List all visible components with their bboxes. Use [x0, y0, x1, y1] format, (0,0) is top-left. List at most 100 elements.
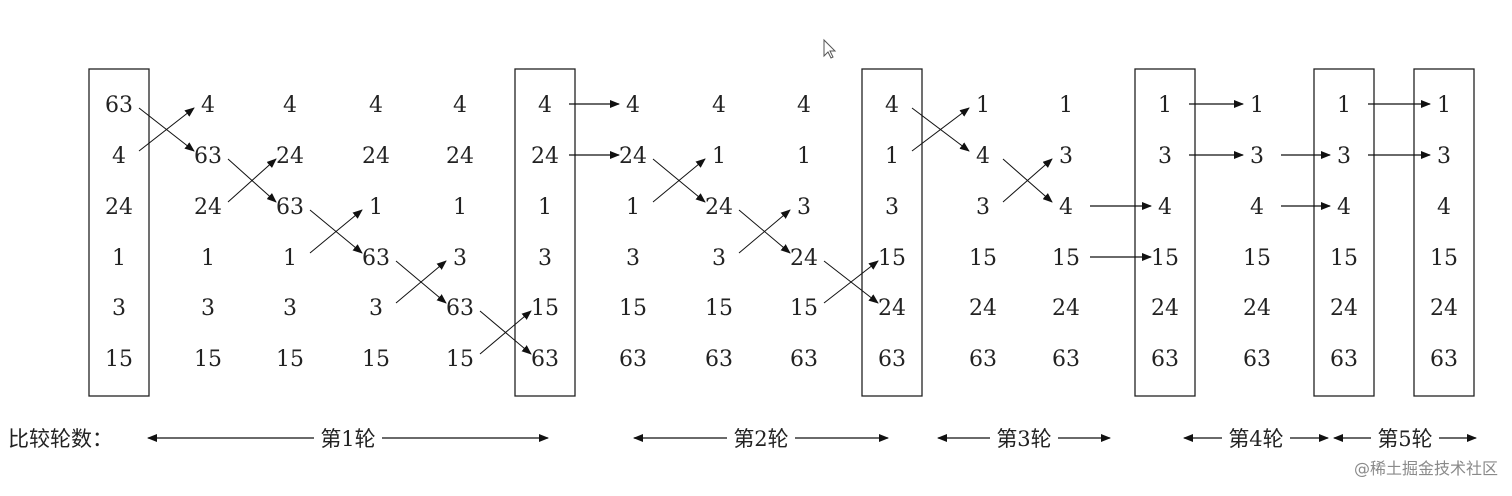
cell-value: 3: [369, 296, 383, 321]
cell-value: 15: [878, 246, 906, 271]
cell-value: 15: [1052, 246, 1080, 271]
swap-cross: [227, 158, 277, 203]
cell-value: 3: [885, 195, 899, 220]
cell-value: 15: [1430, 246, 1458, 271]
round-indicator: 第3轮: [937, 427, 1111, 451]
cell-value: 3: [626, 246, 640, 271]
round-label-prefix: 比较轮数：: [8, 427, 113, 451]
cell-value: 15: [1151, 246, 1179, 271]
swap-cross: [1002, 158, 1053, 203]
cell-value: 24: [1052, 296, 1080, 321]
cell-value: 63: [1430, 347, 1458, 372]
round-label: 第3轮: [996, 427, 1051, 451]
swap-cross: [738, 209, 791, 254]
cell-value: 1: [1059, 93, 1073, 118]
cell-value: 63: [705, 347, 733, 372]
cell-value: 63: [105, 93, 133, 118]
cell-value: 1: [453, 195, 467, 220]
cell-value: 4: [1250, 195, 1264, 220]
cell-value: 15: [194, 347, 222, 372]
cell-value: 4: [1337, 195, 1351, 220]
cell-value: 63: [276, 195, 304, 220]
cell-value: 63: [1052, 347, 1080, 372]
cell-value: 24: [969, 296, 997, 321]
cell-value: 3: [1337, 144, 1351, 169]
cell-value: 3: [112, 296, 126, 321]
cell-value: 1: [1158, 93, 1172, 118]
cell-value: 15: [1330, 246, 1358, 271]
cell-value: 3: [1437, 144, 1451, 169]
cursor-icon: [823, 38, 837, 59]
watermark: @稀土掘金技术社区: [1354, 459, 1498, 478]
swap-cross: [309, 209, 363, 254]
cell-value: 24: [1330, 296, 1358, 321]
cell-value: 3: [201, 296, 215, 321]
cell-value: 24: [790, 246, 818, 271]
cell-value: 1: [1250, 93, 1264, 118]
cell-value: 4: [1437, 195, 1451, 220]
round-result-box: [1413, 68, 1475, 397]
cell-value: 24: [619, 144, 647, 169]
cell-value: 4: [626, 93, 640, 118]
swap-cross: [138, 107, 195, 152]
cell-value: 24: [1151, 296, 1179, 321]
cell-value: 1: [112, 246, 126, 271]
round-result-box: [1134, 68, 1196, 397]
cell-value: 24: [705, 195, 733, 220]
cell-value: 4: [976, 144, 990, 169]
cell-value: 63: [531, 347, 559, 372]
cell-value: 63: [619, 347, 647, 372]
cell-value: 1: [283, 246, 297, 271]
cell-value: 24: [1243, 296, 1271, 321]
cell-value: 3: [1059, 144, 1073, 169]
cell-value: 4: [712, 93, 726, 118]
cell-value: 63: [969, 347, 997, 372]
cell-value: 63: [1151, 347, 1179, 372]
cell-value: 15: [362, 347, 390, 372]
cell-value: 3: [797, 195, 811, 220]
round-result-box: [861, 68, 923, 397]
cell-value: 3: [976, 195, 990, 220]
cell-value: 24: [276, 144, 304, 169]
round-result-box: [88, 68, 150, 397]
round-label: 第2轮: [733, 427, 788, 451]
cell-value: 4: [538, 93, 552, 118]
cell-value: 24: [878, 296, 906, 321]
cell-value: 15: [1243, 246, 1271, 271]
cell-value: 3: [453, 246, 467, 271]
swap-cross: [479, 310, 532, 355]
cell-value: 4: [201, 93, 215, 118]
cell-value: 3: [1250, 144, 1264, 169]
cell-value: 15: [969, 246, 997, 271]
round-label: 第5轮: [1377, 427, 1432, 451]
cell-value: 4: [283, 93, 297, 118]
cell-value: 1: [369, 195, 383, 220]
cell-value: 15: [276, 347, 304, 372]
cell-value: 24: [105, 195, 133, 220]
cell-value: 15: [619, 296, 647, 321]
round-indicator: 第2轮: [633, 427, 889, 451]
cell-value: 1: [201, 246, 215, 271]
cell-value: 4: [369, 93, 383, 118]
cell-value: 1: [1437, 93, 1451, 118]
cell-value: 1: [1337, 93, 1351, 118]
cell-value: 24: [446, 144, 474, 169]
cell-value: 63: [194, 144, 222, 169]
swap-cross: [823, 260, 879, 304]
cell-value: 63: [446, 296, 474, 321]
round-indicator: 第4轮: [1183, 427, 1329, 451]
cell-value: 3: [1158, 144, 1172, 169]
cell-value: 24: [194, 195, 222, 220]
round-boxes: [88, 68, 1475, 397]
round-label: 第1轮: [320, 427, 375, 451]
cell-value: 3: [283, 296, 297, 321]
round-label: 第4轮: [1228, 427, 1283, 451]
round-indicator: 第1轮: [147, 427, 549, 451]
swap-cross: [652, 158, 706, 203]
round-result-box: [1313, 68, 1375, 397]
cell-value: 3: [538, 246, 552, 271]
swap-cross: [395, 260, 447, 304]
cell-value: 4: [112, 144, 126, 169]
cell-value: 3: [712, 246, 726, 271]
